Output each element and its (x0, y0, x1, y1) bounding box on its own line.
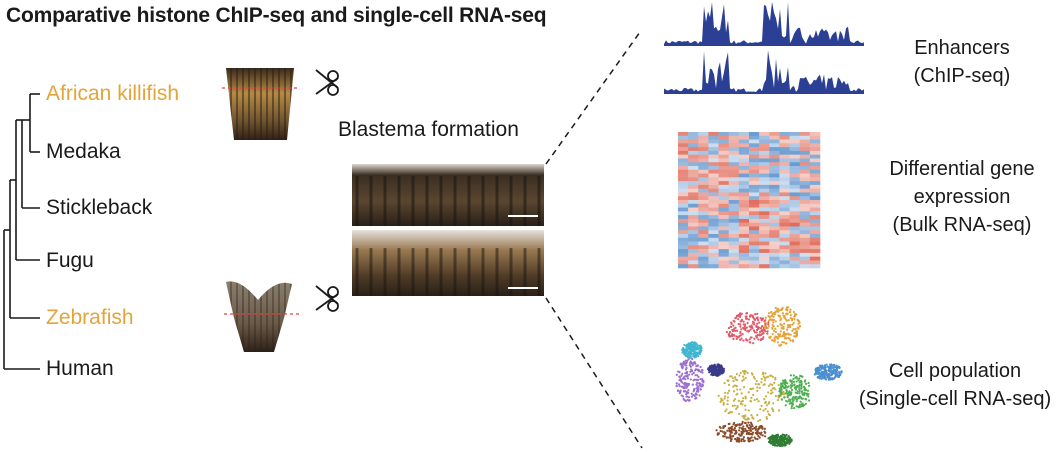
enhancers-title: Enhancers (914, 37, 1010, 59)
species-zebrafish: Zebrafish (46, 306, 134, 329)
figure-title: Comparative histone ChIP-seq and single-… (6, 4, 547, 27)
enhancers-method: (ChIP-seq) (913, 65, 1011, 87)
cell-population-method: (Single-cell RNA-seq) (858, 388, 1052, 410)
species-fugu: Fugu (46, 249, 94, 272)
species-human: Human (46, 357, 114, 380)
species-african-killifish: African killifish (46, 82, 180, 105)
differential-subtitle: expression (913, 186, 1011, 208)
blastema-label: Blastema formation (338, 118, 519, 141)
differential-title: Differential gene (889, 158, 1035, 180)
differential-method: (Bulk RNA-seq) (892, 214, 1032, 236)
cell-population-label: Cell population (Single-cell RNA-seq) (850, 357, 1060, 413)
differential-label: Differential gene expression (Bulk RNA-s… (872, 155, 1052, 239)
species-medaka: Medaka (46, 140, 121, 163)
enhancers-label: Enhancers (ChIP-seq) (902, 34, 1022, 90)
cell-population-title: Cell population (888, 360, 1022, 382)
species-stickleback: Stickleback (46, 196, 153, 219)
